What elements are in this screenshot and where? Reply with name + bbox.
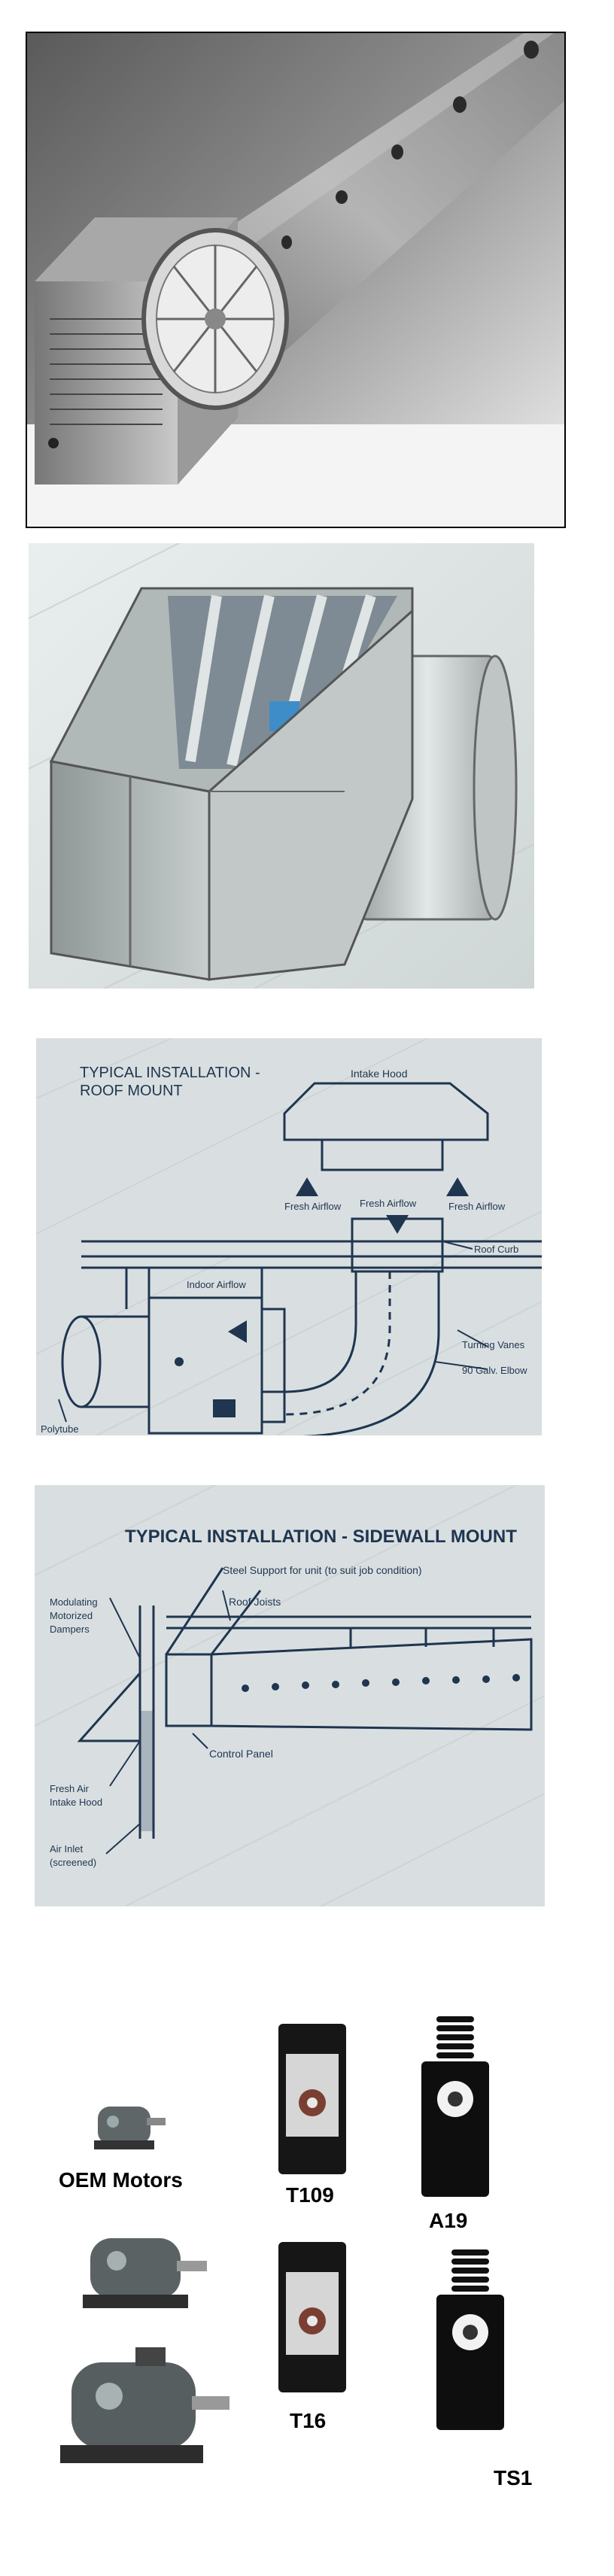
unit-photo [29, 543, 534, 989]
roof-mount-drawing: TYPICAL INSTALLATION - ROOF MOUNT Intake… [36, 1038, 542, 1435]
roof-mount-diagram: TYPICAL INSTALLATION - ROOF MOUNT Intake… [36, 1038, 542, 1435]
dampers-label-2: Motorized [50, 1610, 93, 1621]
sidewall-title: TYPICAL INSTALLATION - SIDEWALL MOUNT [125, 1526, 517, 1547]
roof-title-line2: ROOF MOUNT [80, 1083, 183, 1099]
t109-label: T109 [286, 2183, 334, 2207]
t109-thermostat-image [278, 2024, 346, 2174]
polytube-label: Polytube [41, 1423, 79, 1435]
motor-small-image [94, 2107, 166, 2149]
ts1-label: TS1 [494, 2466, 533, 2489]
a19-label: A19 [429, 2209, 468, 2232]
motor-large-image [60, 2347, 229, 2463]
t16-thermostat-image [278, 2242, 346, 2392]
fresh-airflow-center-label: Fresh Airflow [360, 1198, 417, 1209]
roof-title-line1: TYPICAL INSTALLATION - [80, 1065, 260, 1081]
roof-curb-label: Roof Curb [474, 1244, 518, 1255]
steel-support-label: Steel Support for unit (to suit job cond… [223, 1564, 422, 1576]
air-inlet-label-2: (screened) [50, 1857, 96, 1868]
air-inlet-label-1: Air Inlet [50, 1843, 83, 1855]
hood-label-1: Fresh Air [50, 1783, 90, 1794]
fresh-airflow-right-label: Fresh Airflow [448, 1201, 506, 1212]
dampers-label-3: Dampers [50, 1624, 90, 1635]
intake-hood-label: Intake Hood [351, 1068, 408, 1080]
products-panel: OEM Motors T109 T16 A [30, 2001, 587, 2520]
fresh-airflow-left-label: Fresh Airflow [284, 1201, 342, 1212]
unit-illustration [29, 543, 534, 989]
control-panel-label: Control Panel [209, 1748, 273, 1760]
roof-joists-label: Roof Joists [229, 1596, 281, 1608]
sidewall-mount-diagram: TYPICAL INSTALLATION - SIDEWALL MOUNT St… [35, 1485, 545, 1906]
dampers-label-1: Modulating [50, 1596, 98, 1608]
duct-photo [26, 32, 566, 528]
oem-motors-label: OEM Motors [59, 2168, 183, 2192]
indoor-airflow-label: Indoor Airflow [187, 1279, 246, 1290]
a19-control-image [421, 2016, 489, 2197]
motor-medium-image [83, 2238, 207, 2308]
sidewall-mount-drawing: TYPICAL INSTALLATION - SIDEWALL MOUNT St… [35, 1485, 545, 1906]
elbow-label: 90 Galv. Elbow [462, 1365, 527, 1376]
hood-label-2: Intake Hood [50, 1797, 102, 1808]
ts1-control-image [436, 2249, 504, 2430]
duct-illustration [27, 33, 564, 527]
turning-vanes-label: Turning Vanes [462, 1339, 525, 1350]
t16-label: T16 [290, 2409, 327, 2432]
